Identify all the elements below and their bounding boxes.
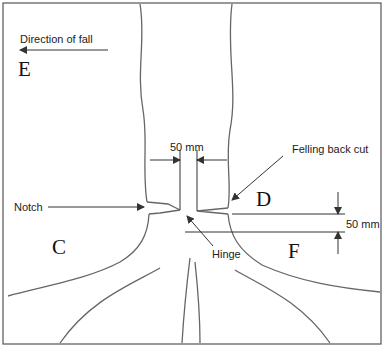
callout-letter: C xyxy=(52,236,66,259)
note-text: Direction of fall xyxy=(20,33,93,45)
part-name: Hinge xyxy=(212,248,241,260)
callout-letter: D xyxy=(256,188,271,211)
part-name: Notch xyxy=(14,201,43,213)
callout-letter: E xyxy=(18,58,31,81)
note-text: Felling back cut xyxy=(292,143,368,155)
frame xyxy=(3,3,381,344)
dimension-text: 50 mm xyxy=(170,141,204,153)
callout-letter: F xyxy=(288,240,300,263)
trunk-outline xyxy=(8,4,380,343)
dimension-text: 50 mm xyxy=(346,218,380,230)
